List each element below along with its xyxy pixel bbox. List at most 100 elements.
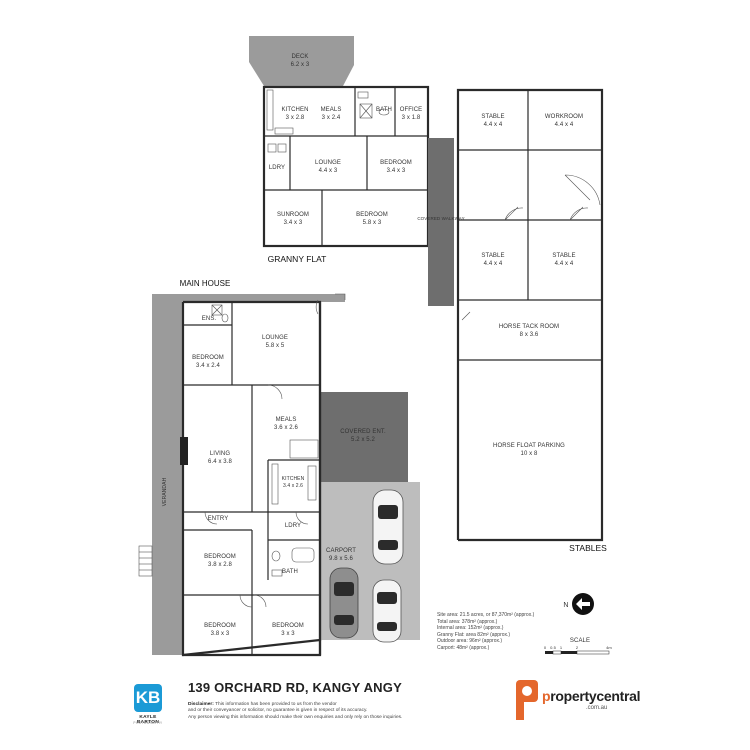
disclaimer-line2: and or their conveyancer or solicitor, n…: [188, 708, 368, 714]
stables-title: STABLES: [569, 543, 607, 553]
float-parking-size: 10 x 8: [521, 451, 539, 457]
workroom-size: 4.4 x 4: [555, 122, 574, 128]
tack-room-size: 8 x 3.6: [520, 332, 539, 338]
kayle-barton-logo: KB KAYLE BARTON PHOTOGRAPHY: [128, 684, 168, 734]
kb-sub: PHOTOGRAPHY: [133, 721, 163, 725]
stable1-size: 4.4 x 4: [484, 122, 503, 128]
scale-tick-4: 4m: [606, 645, 612, 650]
disclaimer-heading: Disclaimer:: [188, 702, 214, 707]
pc-name: ropertycentral: [550, 688, 641, 704]
verandah-area: [152, 294, 183, 655]
gf-bedroom1-label: BEDROOM: [380, 160, 412, 166]
scale-tick-3: 2: [576, 645, 579, 650]
gf-bath-label: BATH: [376, 107, 392, 113]
gf-kitchen-label: KITCHEN: [281, 107, 308, 113]
carport-label: CARPORT: [326, 548, 356, 554]
disclaimer: Disclaimer: This information has been pr…: [188, 702, 458, 721]
site-info-line: Carport: 48m² (approx.): [437, 644, 490, 651]
disclaimer-line3: Any person viewing this information shou…: [188, 714, 403, 720]
stables: STABLE 4.4 x 4 WORKROOM 4.4 x 4 STABLE 4…: [456, 88, 607, 553]
stable1-label: STABLE: [481, 114, 504, 120]
gf-office-label: OFFICE: [400, 107, 423, 113]
mh-living-size: 6.4 x 3.8: [208, 459, 232, 465]
gf-lounge-size: 4.4 x 3: [319, 168, 338, 174]
mh-bedroom4-size: 3 x 3: [281, 631, 295, 637]
deck-area: [249, 36, 354, 86]
disclaimer-line1: This information has been provided to us…: [215, 702, 337, 707]
mh-bath-label: BATH: [282, 569, 298, 575]
gf-bedroom1-size: 3.4 x 3: [387, 168, 406, 174]
mh-bedroom4-label: BEDROOM: [272, 623, 304, 629]
scale-title: SCALE: [570, 638, 590, 644]
property-address: 139 ORCHARD RD, KANGY ANGY: [188, 680, 402, 695]
gf-meals-label: MEALS: [321, 107, 342, 113]
scale-bar: SCALE 0 0.5 1 2 4m: [544, 638, 612, 655]
car-icon-right: [372, 579, 402, 643]
gf-sunroom-size: 3.4 x 3: [284, 220, 303, 226]
site-info-line: Internal area: 152m² (approx.): [437, 625, 504, 632]
scale-tick-2: 1: [560, 645, 563, 650]
gf-ldry-label: LDRY: [269, 165, 285, 171]
kb-mark: KB: [134, 684, 162, 712]
entry-label: ENTRY: [208, 516, 229, 522]
mh-bedroom3-size: 3.8 x 3: [211, 631, 230, 637]
stable2-size: 4.4 x 4: [484, 261, 503, 267]
mh-living-label: LIVING: [210, 451, 231, 457]
granny-flat: DECK 6.2 x 3 KITCHEN 3 x 2.8 MEALS 3 x 2…: [249, 36, 430, 264]
compass: N: [563, 593, 594, 615]
mh-bedroom3-label: BEDROOM: [204, 623, 236, 629]
site-info: Site area: 21.5 acres, or 87,370m² (appr…: [437, 612, 534, 652]
gf-kitchen-size: 3 x 2.8: [286, 115, 305, 121]
car-icon-left: [329, 567, 359, 639]
covered-ent-label: COVERED ENT.: [340, 429, 386, 435]
gf-bedroom2-label: BEDROOM: [356, 212, 388, 218]
compass-letter: N: [563, 602, 568, 609]
mh-kitchen-label: KITCHEN: [282, 476, 305, 482]
verandah-label: VERANDAH: [162, 477, 168, 506]
deck-label: DECK: [291, 54, 308, 60]
scale-tick-1: 0.5: [550, 645, 557, 650]
mh-bedroom1-size: 3.4 x 2.4: [196, 363, 220, 369]
covered-ent-area: [320, 392, 408, 482]
propertycentral-logo: propertycentral .com.au: [516, 680, 641, 724]
gf-lounge-label: LOUNGE: [315, 160, 341, 166]
stable3-size: 4.4 x 4: [555, 261, 574, 267]
tack-room-label: HORSE TACK ROOM: [499, 324, 559, 330]
gf-office-size: 3 x 1.8: [402, 115, 421, 121]
workroom-label: WORKROOM: [545, 114, 583, 120]
pc-prefix: p: [542, 688, 551, 704]
scale-tick-0: 0: [544, 645, 547, 650]
main-house-title: MAIN HOUSE: [180, 279, 231, 288]
car-icon-top: [372, 489, 404, 565]
site-info-line: Outdoor area: 96m² (approx.): [437, 638, 503, 645]
float-parking-label: HORSE FLOAT PARKING: [493, 443, 565, 449]
covered-walkway-label: COVERED WALKWAY: [417, 216, 464, 221]
stable3-label: STABLE: [552, 253, 575, 259]
covered-walkway: [428, 138, 454, 306]
pc-wordmark: propertycentral: [542, 688, 641, 704]
pc-mark-icon: [516, 680, 538, 720]
covered-ent-size: 5.2 x 5.2: [351, 437, 375, 443]
mh-meals-size: 3.6 x 2.6: [274, 425, 298, 431]
gf-meals-size: 3 x 2.4: [322, 115, 341, 121]
ens-label: ENS.: [202, 316, 217, 322]
carport-size: 9.8 x 5.6: [329, 556, 353, 562]
mh-ldry-label: LDRY: [285, 523, 301, 529]
deck-size: 6.2 x 3: [291, 62, 310, 68]
kb-name: KAYLE BARTON: [136, 715, 160, 725]
mh-bedroom2-size: 3.8 x 2.8: [208, 562, 232, 568]
mh-kitchen-size: 3.4 x 2.6: [283, 483, 303, 489]
pc-domain: .com.au: [586, 705, 608, 711]
mh-bedroom2-label: BEDROOM: [204, 554, 236, 560]
gf-bedroom2-size: 5.8 x 3: [363, 220, 382, 226]
mh-lounge-size: 5.8 x 5: [266, 343, 285, 349]
mh-meals-label: MEALS: [276, 417, 297, 423]
site-info-line: Granny Flat: area 82m² (approx.): [437, 631, 511, 638]
granny-flat-title: GRANNY FLAT: [268, 254, 327, 264]
stable2-label: STABLE: [481, 253, 504, 259]
mh-lounge-label: LOUNGE: [262, 335, 288, 341]
site-info-line: Site area: 21.5 acres, or 87,370m² (appr…: [437, 612, 535, 618]
mh-bedroom1-label: BEDROOM: [192, 355, 224, 361]
gf-sunroom-label: SUNROOM: [277, 212, 309, 218]
